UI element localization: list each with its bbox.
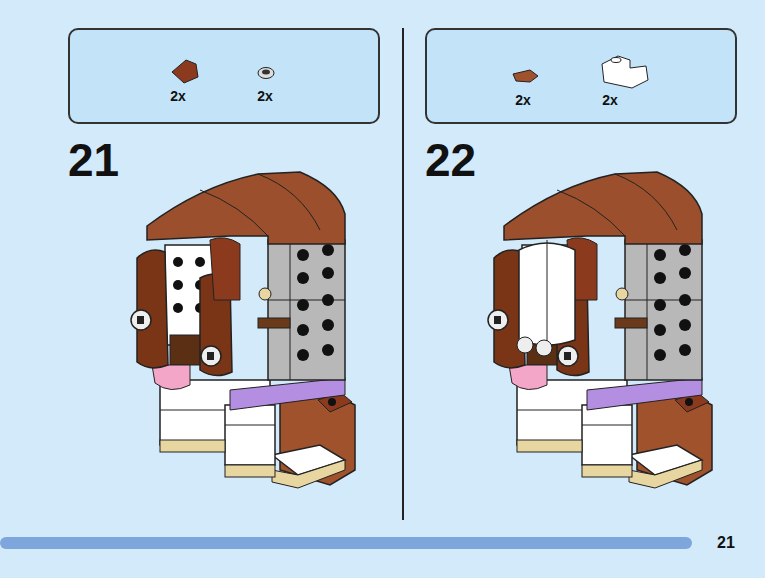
dog-model [131,172,355,488]
quantity-label: 2x [515,92,531,108]
step-number: 21 [68,137,119,183]
divider-line [402,28,404,520]
quantity-label: 2x [257,88,273,104]
page-bar [0,537,692,549]
parts-panel: 2x 2x [425,28,737,124]
dog-model [488,172,712,488]
step-number: 22 [425,137,476,183]
quantity-label: 2x [170,88,186,104]
quantity-label: 2x [602,92,618,108]
page-number: 21 [717,534,735,552]
parts-panel: 2x 2x [68,28,380,124]
